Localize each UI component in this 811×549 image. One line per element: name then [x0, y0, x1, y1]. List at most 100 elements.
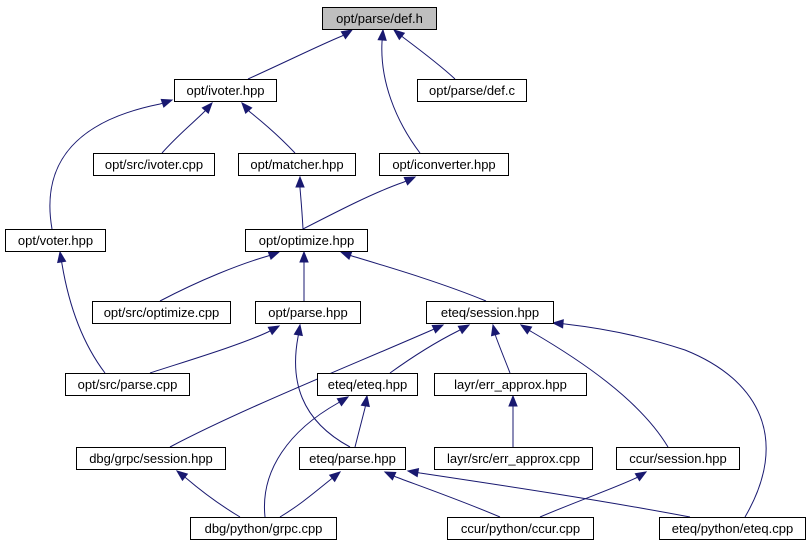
node-def-h[interactable]: opt/parse/def.h	[322, 7, 437, 30]
edge-err_approx_hpp-to-eteq_session_hpp	[490, 323, 511, 374]
node-ccur-session-hpp[interactable]: ccur/session.hpp	[616, 447, 740, 470]
arrowhead	[57, 250, 67, 264]
edge-line	[159, 254, 270, 302]
node-err-approx-cpp[interactable]: layr/src/err_approx.cpp	[434, 447, 593, 470]
edge-grpc_cpp-to-eteq_parse_hpp	[279, 471, 342, 518]
node-ccur-cpp[interactable]: ccur/python/ccur.cpp	[447, 517, 594, 540]
node-label: eteq/session.hpp	[441, 305, 539, 320]
node-label: opt/matcher.hpp	[250, 157, 343, 172]
node-label: opt/src/optimize.cpp	[104, 305, 220, 320]
arrowhead	[519, 324, 533, 335]
node-matcher-hpp[interactable]: opt/matcher.hpp	[238, 153, 356, 176]
node-box	[434, 373, 587, 396]
edge-line	[494, 334, 511, 374]
node-ivoter-hpp[interactable]: opt/ivoter.hpp	[174, 79, 277, 102]
node-box	[76, 447, 226, 470]
arrowhead	[336, 396, 350, 407]
node-parse-hpp[interactable]: opt/parse.hpp	[255, 301, 361, 324]
node-box	[447, 517, 594, 540]
node-label: dbg/grpc/session.hpp	[89, 451, 213, 466]
node-dbg-grpc-session-hpp[interactable]: dbg/grpc/session.hpp	[76, 447, 226, 470]
node-box	[93, 153, 215, 176]
arrowhead	[634, 471, 648, 482]
arrowhead	[383, 471, 397, 481]
node-src-optimize-cpp[interactable]: opt/src/optimize.cpp	[92, 301, 231, 324]
edge-line	[295, 334, 351, 448]
node-src-parse-cpp[interactable]: opt/src/parse.cpp	[65, 373, 190, 396]
edge-line	[393, 475, 501, 518]
edge-line	[248, 110, 296, 154]
arrowhead	[377, 28, 387, 41]
edge-line	[263, 401, 340, 518]
node-eteq-cpp[interactable]: eteq/python/eteq.cpp	[659, 517, 806, 540]
arrowhead	[508, 394, 518, 407]
arrowhead	[328, 471, 342, 483]
node-grpc-cpp[interactable]: dbg/python/grpc.cpp	[190, 517, 337, 540]
edge-ivoter_hpp-to-def_h	[247, 29, 354, 80]
node-label: layr/src/err_approx.cpp	[447, 451, 580, 466]
edge-line	[149, 330, 271, 374]
edge-line	[401, 35, 456, 80]
edge-iconverter_hpp-to-def_h	[377, 28, 421, 154]
node-box	[238, 153, 356, 176]
arrowhead	[267, 251, 281, 261]
edge-line	[381, 39, 421, 154]
node-eteq-session-hpp[interactable]: eteq/session.hpp	[426, 301, 554, 324]
node-err-approx-hpp[interactable]: layr/err_approx.hpp	[434, 373, 587, 396]
node-src-ivoter-cpp[interactable]: opt/src/ivoter.cpp	[93, 153, 215, 176]
node-box	[190, 517, 337, 540]
node-eteq-eteq-hpp[interactable]: eteq/eteq.hpp	[317, 373, 418, 396]
edge-line	[302, 180, 407, 230]
arrowhead	[175, 470, 189, 482]
edge-line	[247, 34, 344, 80]
edge-line	[417, 472, 691, 518]
node-label: ccur/session.hpp	[629, 451, 727, 466]
node-box	[322, 7, 437, 30]
arrowhead	[457, 324, 471, 335]
node-box	[434, 447, 593, 470]
node-def-c[interactable]: opt/parse/def.c	[417, 79, 527, 102]
edge-err_approx_cpp-to-err_approx_hpp	[508, 394, 518, 447]
arrowhead	[360, 394, 370, 408]
arrowhead	[340, 29, 354, 40]
arrowhead	[201, 101, 213, 114]
node-box	[426, 301, 554, 324]
arrowhead	[299, 250, 309, 263]
edge-line	[184, 476, 241, 518]
edge-line	[49, 102, 163, 230]
edge-eteq_parse_hpp-to-eteq_eteq_hpp	[354, 394, 370, 448]
edge-optimize_hpp-to-iconverter_hpp	[302, 176, 417, 230]
node-box	[417, 79, 527, 102]
arrowhead	[295, 175, 305, 188]
edge-line	[161, 110, 206, 154]
node-box	[616, 447, 740, 470]
edge-src_parse_cpp-to-parse_hpp	[149, 325, 281, 374]
node-box	[379, 153, 509, 176]
edge-matcher_hpp-to-ivoter_hpp	[241, 101, 296, 154]
edges-layer	[49, 28, 767, 518]
edge-line	[529, 329, 669, 448]
arrowhead	[160, 98, 174, 108]
node-voter-hpp[interactable]: opt/voter.hpp	[5, 229, 106, 252]
node-optimize-hpp[interactable]: opt/optimize.hpp	[245, 229, 368, 252]
arrowhead	[406, 468, 420, 478]
node-box	[299, 447, 406, 470]
node-box	[92, 301, 231, 324]
node-label: opt/iconverter.hpp	[392, 157, 495, 172]
node-eteq-parse-hpp[interactable]: eteq/parse.hpp	[299, 447, 406, 470]
edge-grpc_cpp-to-eteq_eteq_hpp	[263, 396, 350, 518]
edge-eteq_cpp-to-eteq_parse_hpp	[406, 468, 691, 518]
edge-ccur_session_hpp-to-eteq_session_hpp	[519, 324, 669, 448]
node-iconverter-hpp[interactable]: opt/iconverter.hpp	[379, 153, 509, 176]
edge-line	[299, 187, 304, 230]
arrowhead	[293, 323, 303, 337]
node-label: eteq/python/eteq.cpp	[672, 521, 793, 536]
node-box	[5, 229, 106, 252]
arrowhead	[267, 325, 281, 336]
node-label: opt/parse.hpp	[268, 305, 348, 320]
edge-src_optimize_cpp-to-optimize_hpp	[159, 251, 281, 302]
edge-optimize_hpp-to-matcher_hpp	[295, 175, 305, 230]
edge-line	[562, 323, 767, 518]
arrowhead	[403, 176, 417, 186]
